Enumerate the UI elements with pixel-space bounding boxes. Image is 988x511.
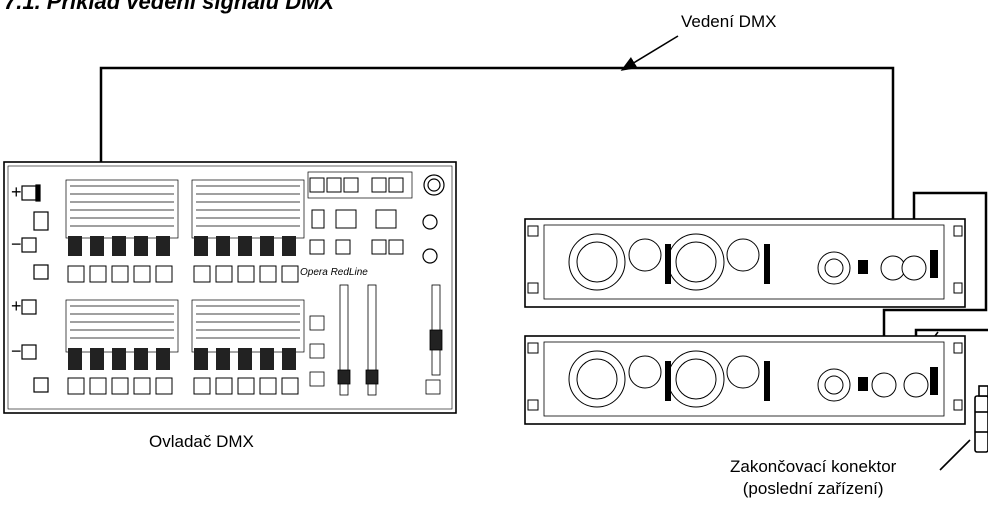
minus-icon-lower: − xyxy=(11,341,22,361)
dmx-line-pointer xyxy=(622,36,678,70)
terminator-pointer xyxy=(940,440,970,470)
terminator-connector xyxy=(975,386,988,452)
plus-icon-lower: + xyxy=(11,296,22,316)
plus-icon: + xyxy=(11,182,22,202)
dmx-controller: + − + − xyxy=(4,162,456,413)
minus-icon: − xyxy=(11,234,22,254)
controller-brand: Opera RedLine xyxy=(300,267,368,278)
dimmer-unit-2 xyxy=(525,336,965,424)
dimmer-unit-1 xyxy=(525,219,965,307)
